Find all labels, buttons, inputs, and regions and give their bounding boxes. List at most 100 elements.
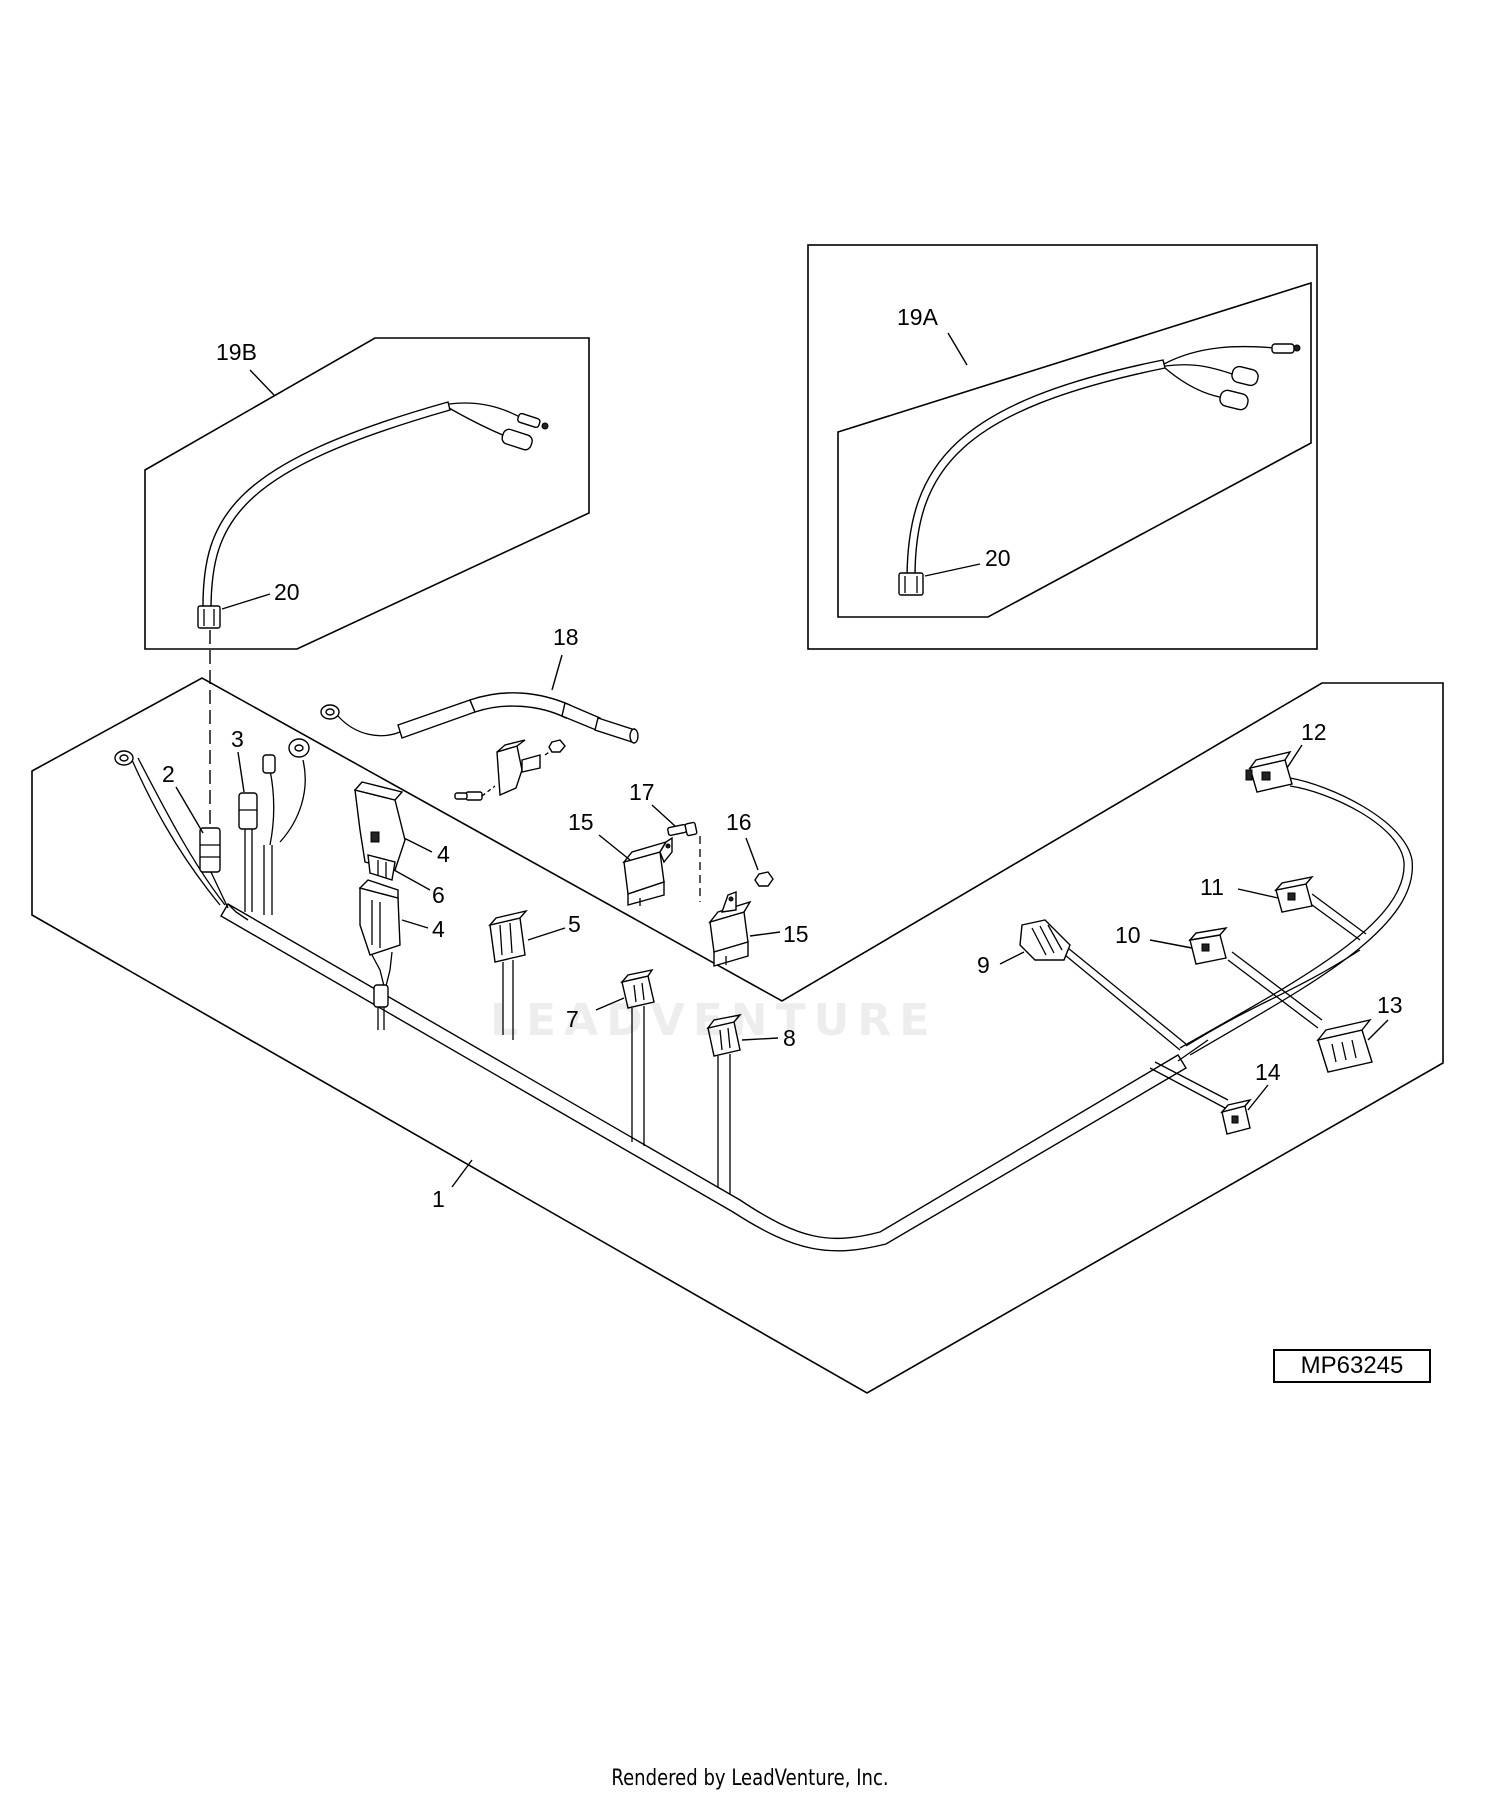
harness-19b-branch-1 xyxy=(448,402,526,421)
connector-8 xyxy=(706,1013,742,1194)
leader-20-19a xyxy=(924,563,981,577)
leader-12 xyxy=(1286,744,1303,769)
callout-18: 18 xyxy=(553,624,579,650)
callout-3: 3 xyxy=(231,726,244,752)
relay-15-left xyxy=(622,836,673,906)
harness-19a-pin-terminal xyxy=(1271,343,1301,354)
fuse-holder-lead-sleeve xyxy=(373,984,389,1008)
leader-7 xyxy=(595,997,625,1011)
connector-13 xyxy=(1316,1018,1373,1073)
leader-10 xyxy=(1149,939,1193,949)
callout-14: 14 xyxy=(1255,1059,1281,1085)
harness-19a-connector xyxy=(898,572,924,596)
leader-15b xyxy=(749,931,781,937)
inset-19a-panel xyxy=(837,281,1312,618)
fuse-holder-base xyxy=(358,879,401,991)
callout-11: 11 xyxy=(1200,874,1224,900)
harness-19a-branch-2 xyxy=(1164,364,1236,376)
callout-20-19b: 20 xyxy=(274,579,300,605)
leader-6 xyxy=(393,869,431,891)
harness-19a-bullet-connector-b xyxy=(1219,389,1249,411)
leader-1 xyxy=(451,1159,473,1188)
footer-credit: Rendered by LeadVenture, Inc. xyxy=(611,1766,889,1791)
callout-19a: 19A xyxy=(897,304,939,330)
ring-terminal-right xyxy=(288,738,310,758)
leader-20-19b xyxy=(221,593,271,610)
callout-4a: 4 xyxy=(437,841,450,867)
relay-bracket xyxy=(454,739,566,801)
callout-13: 13 xyxy=(1377,992,1403,1018)
callout-4b: 4 xyxy=(432,916,445,942)
callout-20-19a: 20 xyxy=(985,545,1011,571)
inset-19a-outer-frame xyxy=(807,244,1318,650)
blade-fuse xyxy=(367,854,396,881)
callout-9: 9 xyxy=(977,952,990,978)
leader-13 xyxy=(1367,1019,1389,1041)
harness-19a-branch-1 xyxy=(1163,345,1276,365)
cable-18 xyxy=(320,692,639,744)
harness-19a-bullet-connector-a xyxy=(1231,365,1259,387)
connector-14 xyxy=(1220,1098,1252,1135)
connector-12 xyxy=(1245,750,1293,793)
harness-branch-to-12 xyxy=(1189,777,1413,1056)
connector-5 xyxy=(488,909,528,1040)
harness-19b-bullet-connector xyxy=(501,428,533,451)
callout-1: 1 xyxy=(432,1186,445,1212)
leader-3 xyxy=(237,751,245,793)
leader-19a xyxy=(947,332,968,366)
callout-6: 6 xyxy=(432,882,445,908)
relay-15-right xyxy=(708,890,752,967)
leader-15a xyxy=(598,834,631,861)
leader-8 xyxy=(741,1037,779,1041)
harness-19b-cable xyxy=(202,401,451,611)
callout-12: 12 xyxy=(1301,719,1327,745)
leader-17 xyxy=(651,804,676,827)
leader-18 xyxy=(551,654,563,691)
harness-19b-pin-terminal xyxy=(517,412,549,430)
leader-2 xyxy=(175,786,204,834)
connector-9 xyxy=(1019,919,1071,961)
callout-5: 5 xyxy=(568,911,581,937)
connector-3 xyxy=(238,792,258,830)
callout-15b: 15 xyxy=(783,921,809,947)
callout-7: 7 xyxy=(566,1006,579,1032)
screw-17 xyxy=(667,821,701,902)
harness-19a-branch-3 xyxy=(1164,367,1226,399)
main-harness-trunk xyxy=(220,777,1413,1252)
callout-10: 10 xyxy=(1115,922,1141,948)
fuse-holder-cover xyxy=(353,781,406,871)
connector-7 xyxy=(620,968,655,1146)
leader-9 xyxy=(999,951,1025,965)
callout-15a: 15 xyxy=(568,809,594,835)
leader-11 xyxy=(1237,888,1279,899)
leader-5 xyxy=(527,927,566,941)
connector-2 xyxy=(199,827,221,873)
nut-16 xyxy=(754,871,774,887)
callout-17: 17 xyxy=(629,779,655,805)
harness-left-leads xyxy=(131,757,306,915)
ring-terminal-left xyxy=(114,750,134,766)
harness-19b-branch-2 xyxy=(448,407,511,439)
harness-19a-cable xyxy=(906,359,1166,578)
callout-2: 2 xyxy=(162,761,175,787)
reference-code: MP63245 xyxy=(1273,1349,1431,1383)
inset-19b-panel xyxy=(144,337,590,650)
right-branch-wires xyxy=(1064,893,1367,1109)
leader-19b xyxy=(249,369,275,396)
watermark: LEADVENTURE xyxy=(490,995,938,1046)
connector-11 xyxy=(1274,875,1314,913)
connector-10 xyxy=(1188,926,1228,965)
harness-19b-connector xyxy=(197,605,221,629)
inset-19a: 20 19A xyxy=(807,244,1318,650)
leader-14 xyxy=(1247,1084,1269,1111)
callout-19b: 19B xyxy=(216,339,257,365)
main-panel xyxy=(31,677,1444,1394)
main-panel-outline xyxy=(31,677,1444,1394)
spade-terminal xyxy=(262,754,276,774)
leader-4b xyxy=(401,919,429,929)
leader-16 xyxy=(745,837,759,871)
callout-8: 8 xyxy=(783,1025,796,1051)
inset-19b: 20 19B xyxy=(144,337,590,650)
leader-4a xyxy=(403,837,433,853)
